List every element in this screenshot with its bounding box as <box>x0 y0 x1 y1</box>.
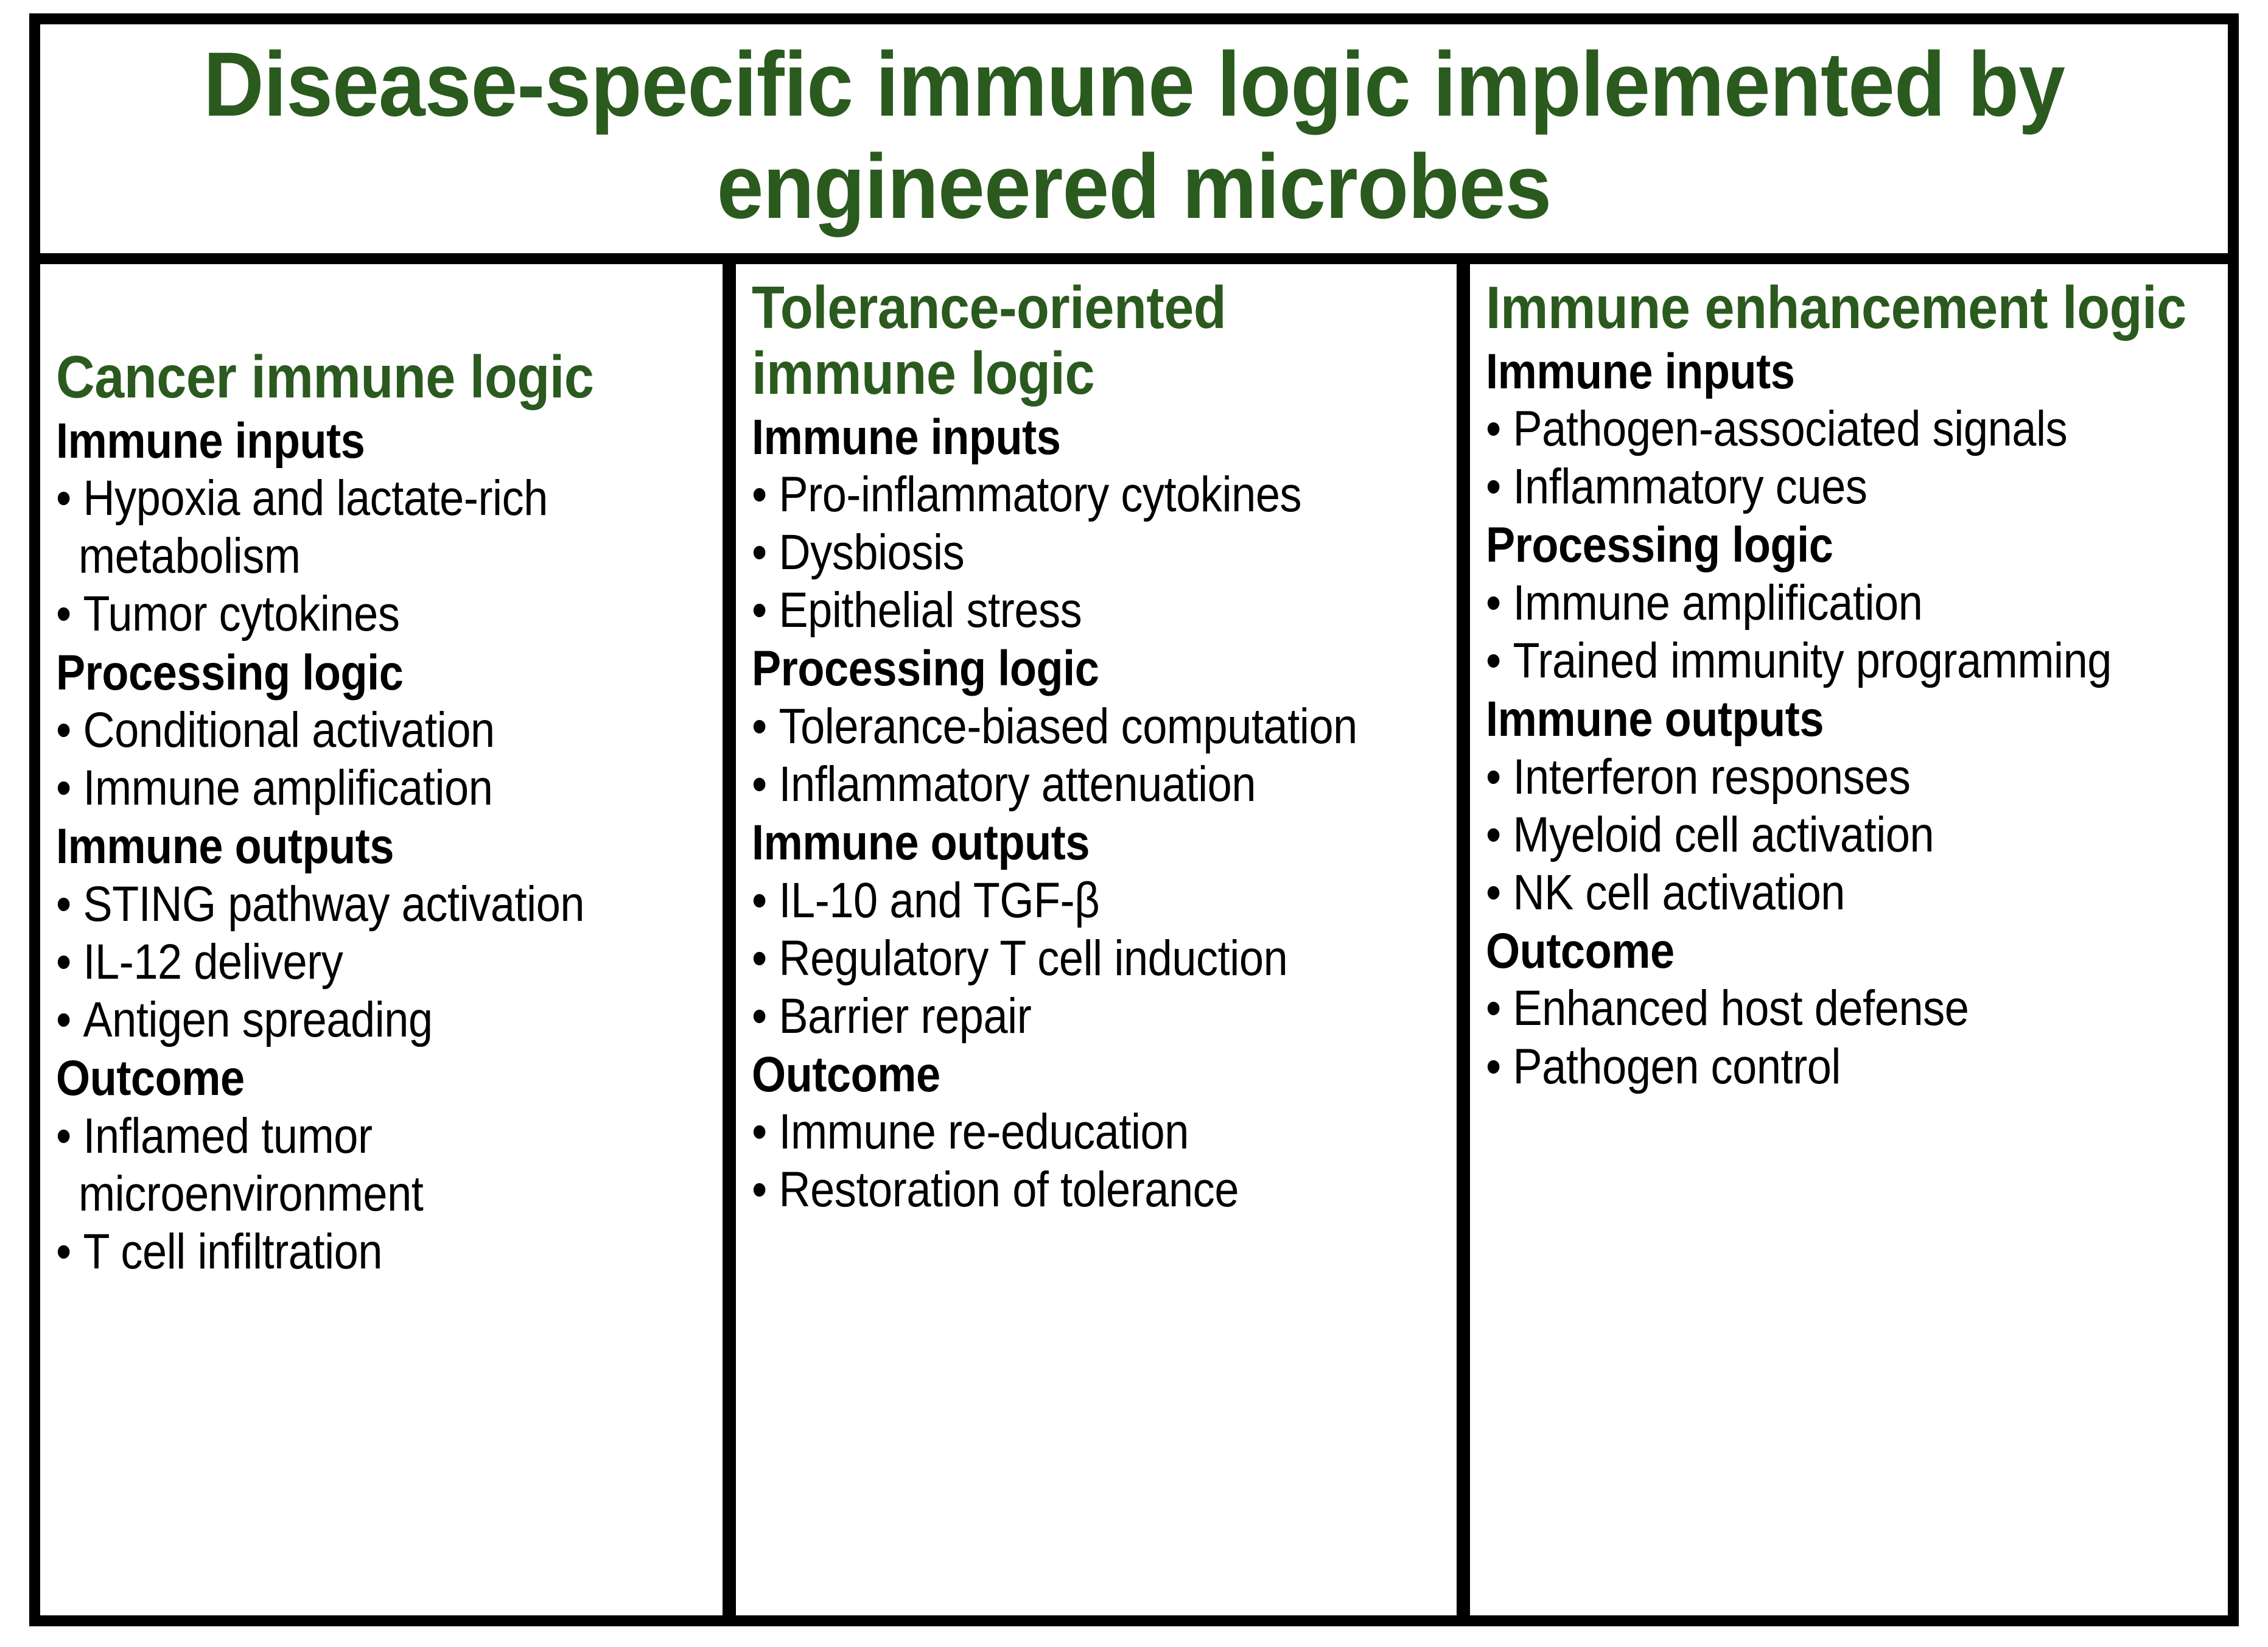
title-banner: Disease-specific immune logic implemente… <box>40 24 2228 264</box>
section-immune-inputs: Immune inputs Pathogen-associated signal… <box>1486 343 2212 516</box>
section-immune-outputs: Immune outputs IL-10 and TGF-β Regulator… <box>752 814 1441 1045</box>
list-item: T cell infiltration <box>56 1223 723 1281</box>
list-item: Immune re-education <box>752 1103 1457 1161</box>
section-label: Processing logic <box>56 645 404 701</box>
section-processing-logic: Processing logic Tolerance-biased comput… <box>752 640 1441 813</box>
list-item: IL-10 and TGF-β <box>752 872 1457 929</box>
list-item: Immune amplification <box>1486 574 2228 632</box>
section-label: Outcome <box>56 1051 245 1107</box>
section-label: Outcome <box>752 1046 940 1102</box>
section-immune-inputs: Immune inputs Pro-inflammatory cytokines… <box>752 409 1441 640</box>
section-label: Immune outputs <box>1486 691 1824 747</box>
section-label: Processing logic <box>752 641 1099 697</box>
list-item: Inflammatory cues <box>1486 458 2228 516</box>
list-item: NK cell activation <box>1486 864 2228 921</box>
section-label: Immune inputs <box>1486 343 1795 399</box>
list-item: Hypoxia and lactate-rich metabolism <box>56 469 723 585</box>
column-heading: Cancer immune logic <box>56 343 594 410</box>
list-item: STING pathway activation <box>56 875 723 933</box>
column-divider-1 <box>723 264 737 1615</box>
section-immune-outputs: Immune outputs Interferon responses Myel… <box>1486 691 2212 921</box>
section-label: Immune inputs <box>752 409 1061 465</box>
section-outcome: Outcome Inflamed tumor microenvironment … <box>56 1050 707 1281</box>
figure-frame: Disease-specific immune logic implemente… <box>29 13 2239 1626</box>
list-item: Epithelial stress <box>752 581 1457 639</box>
column-divider-2 <box>1457 264 1471 1615</box>
section-immune-inputs: Immune inputs Hypoxia and lactate-rich m… <box>56 413 707 643</box>
list-item: Myeloid cell activation <box>1486 806 2228 864</box>
section-outcome: Outcome Immune re-education Restoration … <box>752 1046 1441 1219</box>
column-heading: Immune enhancement logic <box>1486 274 2186 341</box>
columns-container: Cancer immune logic Immune inputs Hypoxi… <box>40 264 2228 1615</box>
list-item: Pathogen-associated signals <box>1486 400 2228 458</box>
list-item: Trained immunity programming <box>1486 632 2228 690</box>
list-item: Enhanced host defense <box>1486 979 2228 1037</box>
list-item: Antigen spreading <box>56 991 723 1049</box>
section-processing-logic: Processing logic Conditional activation … <box>56 645 707 817</box>
section-label: Outcome <box>1486 923 1675 979</box>
list-item: Pro-inflammatory cytokines <box>752 466 1457 523</box>
column-tolerance-oriented-immune-logic: Tolerance-oriented immune logic Immune i… <box>736 264 1457 1615</box>
list-item: Tolerance-biased computation <box>752 698 1457 755</box>
section-label: Immune inputs <box>56 413 365 469</box>
section-label: Processing logic <box>1486 517 1833 573</box>
list-item: Restoration of tolerance <box>752 1161 1457 1219</box>
section-outcome: Outcome Enhanced host defense Pathogen c… <box>1486 923 2212 1096</box>
list-item: Inflamed tumor microenvironment <box>56 1107 723 1223</box>
section-immune-outputs: Immune outputs STING pathway activation … <box>56 818 707 1049</box>
section-processing-logic: Processing logic Immune amplification Tr… <box>1486 517 2212 690</box>
page-title: Disease-specific immune logic implemente… <box>203 33 2065 237</box>
list-item: Pathogen control <box>1486 1038 2228 1096</box>
list-item: Dysbiosis <box>752 523 1457 581</box>
column-cancer-immune-logic: Cancer immune logic Immune inputs Hypoxi… <box>40 264 723 1615</box>
list-item: IL-12 delivery <box>56 933 723 991</box>
list-item: Barrier repair <box>752 987 1457 1045</box>
list-item: Regulatory T cell induction <box>752 929 1457 987</box>
list-item: Interferon responses <box>1486 748 2228 806</box>
list-item: Conditional activation <box>56 701 723 759</box>
column-immune-enhancement-logic: Immune enhancement logic Immune inputs P… <box>1470 264 2228 1615</box>
section-label: Immune outputs <box>56 819 394 875</box>
list-item: Tumor cytokines <box>56 585 723 643</box>
section-label: Immune outputs <box>752 815 1090 871</box>
column-heading: Tolerance-oriented immune logic <box>752 274 1227 407</box>
list-item: Immune amplification <box>56 759 723 817</box>
list-item: Inflammatory attenuation <box>752 755 1457 813</box>
